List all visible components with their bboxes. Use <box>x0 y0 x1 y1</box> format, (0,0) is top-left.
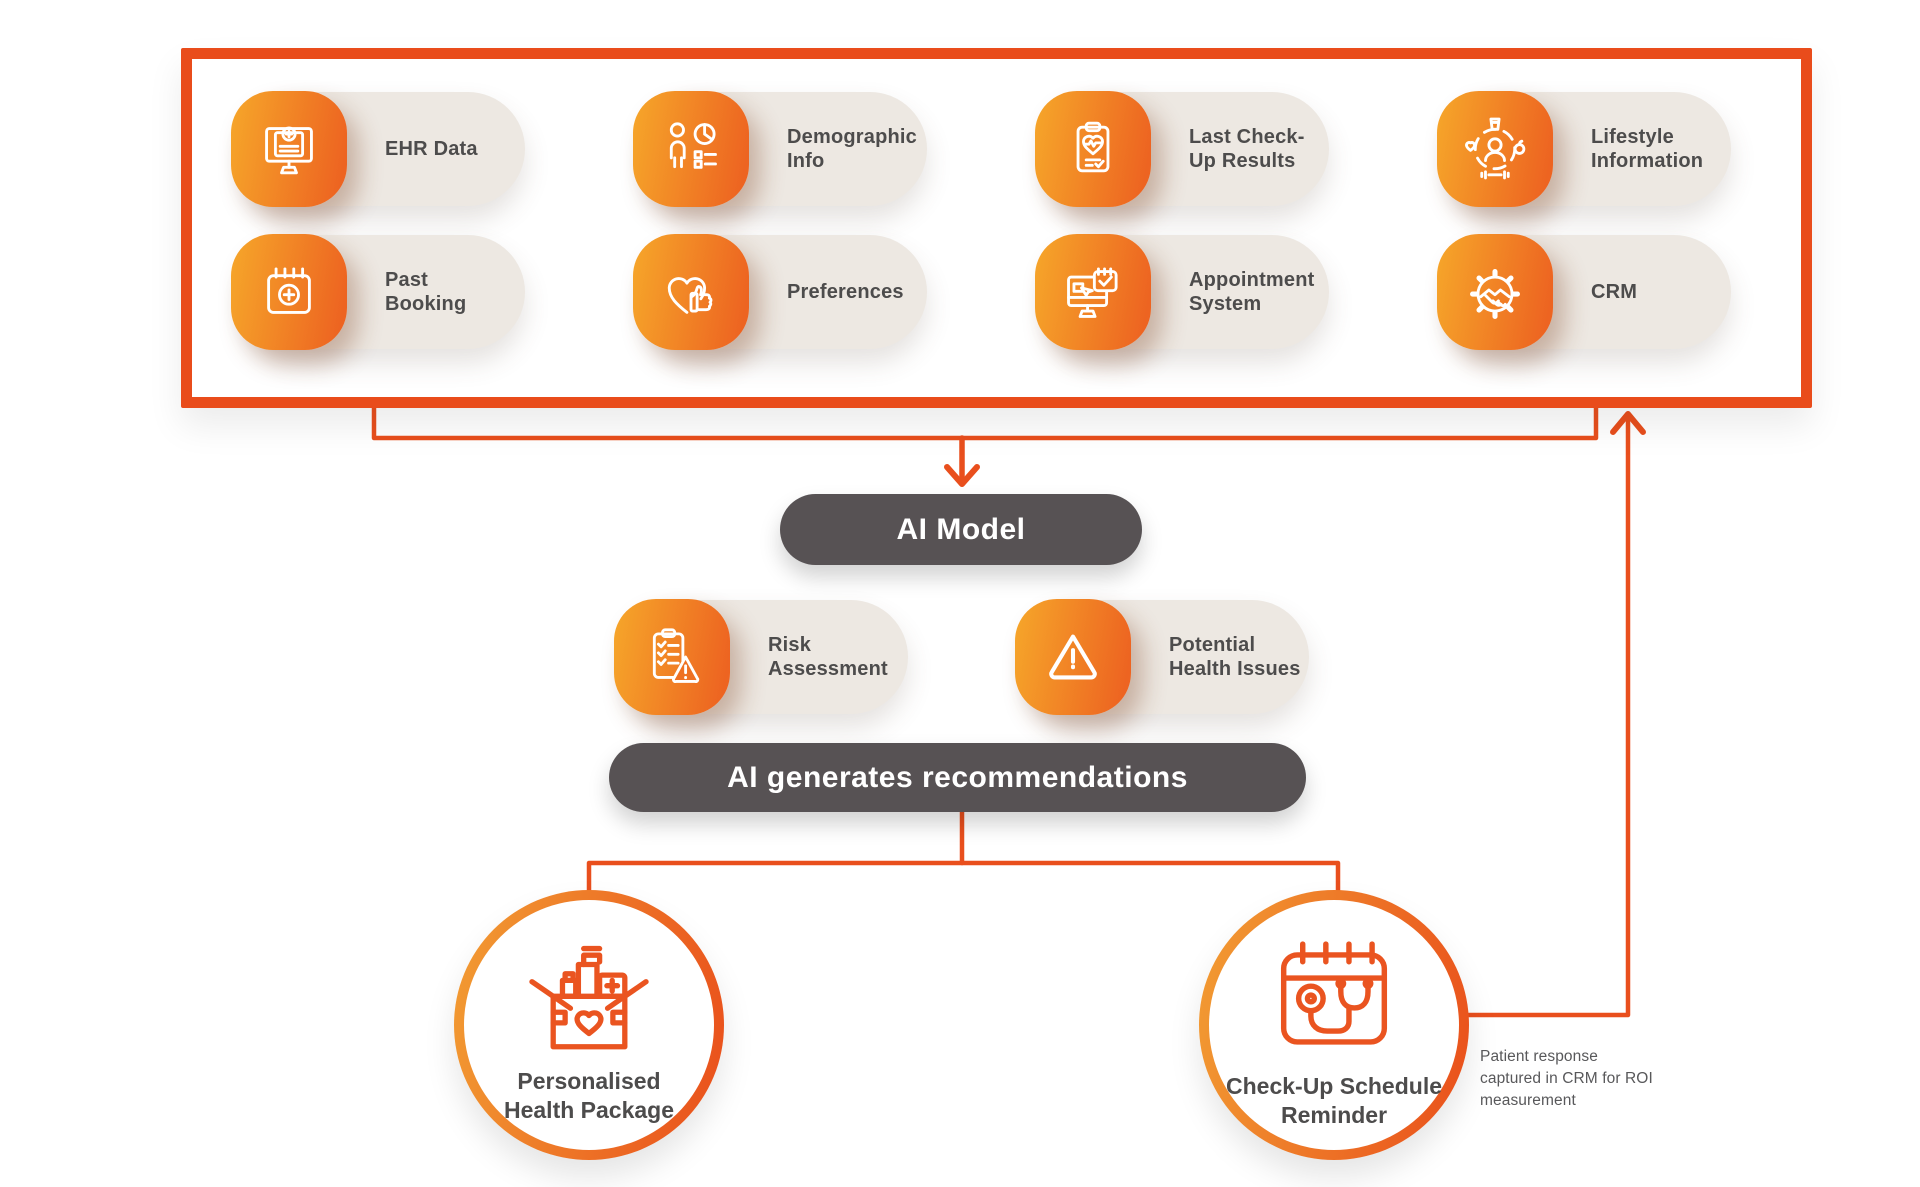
source-label: Appointment System <box>1189 268 1315 315</box>
calendar-stethoscope-icon <box>1259 925 1409 1066</box>
ai-model-pill: AI Model <box>780 494 1142 565</box>
warning-triangle-icon <box>1015 599 1131 715</box>
appointment-monitor-calendar-icon <box>1035 234 1151 350</box>
result-circle-inner: Check-Up Schedule Reminder <box>1209 900 1459 1150</box>
result-circle-health-package: Personalised Health Package <box>454 890 724 1160</box>
source-chip-ehr-data: EHR Data <box>231 91 525 207</box>
source-chip-preferences: Preferences <box>633 234 927 350</box>
ehr-monitor-icon <box>231 91 347 207</box>
feedback-note: Patient response captured in CRM for ROI… <box>1480 1048 1653 1109</box>
result-label: Check-Up Schedule Reminder <box>1226 1072 1442 1128</box>
preferences-heart-thumb-icon <box>633 234 749 350</box>
source-label: EHR Data <box>385 137 478 160</box>
recommendations-pill: AI generates recommendations <box>609 743 1306 812</box>
source-chip-demographic-info: Demographic Info <box>633 91 927 207</box>
recommendations-label: AI generates recommendations <box>727 760 1188 794</box>
source-label: Demographic Info <box>787 125 918 172</box>
source-chip-lifestyle-information: Lifestyle Information <box>1437 91 1731 207</box>
source-label: Past Booking <box>385 268 467 315</box>
ai-model-label: AI Model <box>896 512 1026 546</box>
source-label: Lifestyle Information <box>1591 125 1704 172</box>
source-label: Preferences <box>787 280 904 303</box>
source-label: CRM <box>1591 280 1638 303</box>
lifestyle-circle-icon <box>1437 91 1553 207</box>
result-circle-inner: Personalised Health Package <box>464 900 714 1150</box>
crm-gear-handshake-icon <box>1437 234 1553 350</box>
output-label: Risk Assessment <box>768 633 888 680</box>
output-chip-risk-assessment: Risk Assessment <box>614 599 908 715</box>
source-chip-past-booking: Past Booking <box>231 234 525 350</box>
source-chip-last-checkup-results: Last Check-Up Results <box>1035 91 1329 207</box>
past-booking-calendar-icon <box>231 234 347 350</box>
risk-assessment-clipboard-warning-icon <box>614 599 730 715</box>
result-circle-checkup-reminder: Check-Up Schedule Reminder <box>1199 890 1469 1160</box>
result-label: Personalised Health Package <box>503 1067 675 1123</box>
health-package-box-icon <box>514 930 664 1061</box>
checkup-results-clipboard-icon <box>1035 91 1151 207</box>
source-chip-crm: CRM <box>1437 234 1731 350</box>
output-label: Potential Health Issues <box>1169 633 1301 680</box>
source-label: Last Check-Up Results <box>1189 125 1305 172</box>
output-chip-potential-health-issues: Potential Health Issues <box>1015 599 1309 715</box>
source-chip-appointment-system: Appointment System <box>1035 234 1329 350</box>
demographic-person-pie-icon <box>633 91 749 207</box>
